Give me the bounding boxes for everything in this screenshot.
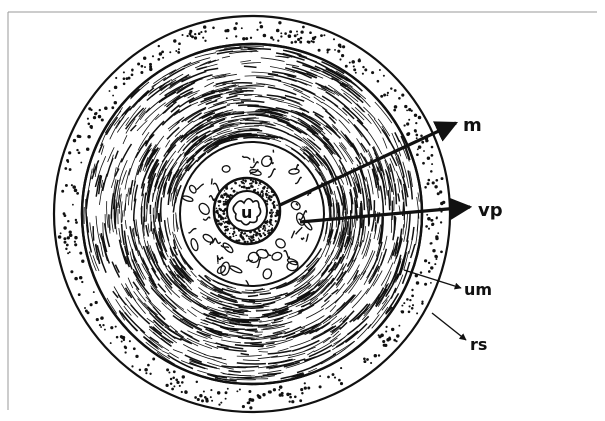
label-center: u xyxy=(241,203,252,222)
label-rs: rs xyxy=(470,335,487,354)
label-um: um xyxy=(464,280,492,299)
label-m: m xyxy=(463,115,482,136)
label-vp: vp xyxy=(478,200,503,221)
arrow-rs xyxy=(432,313,466,340)
